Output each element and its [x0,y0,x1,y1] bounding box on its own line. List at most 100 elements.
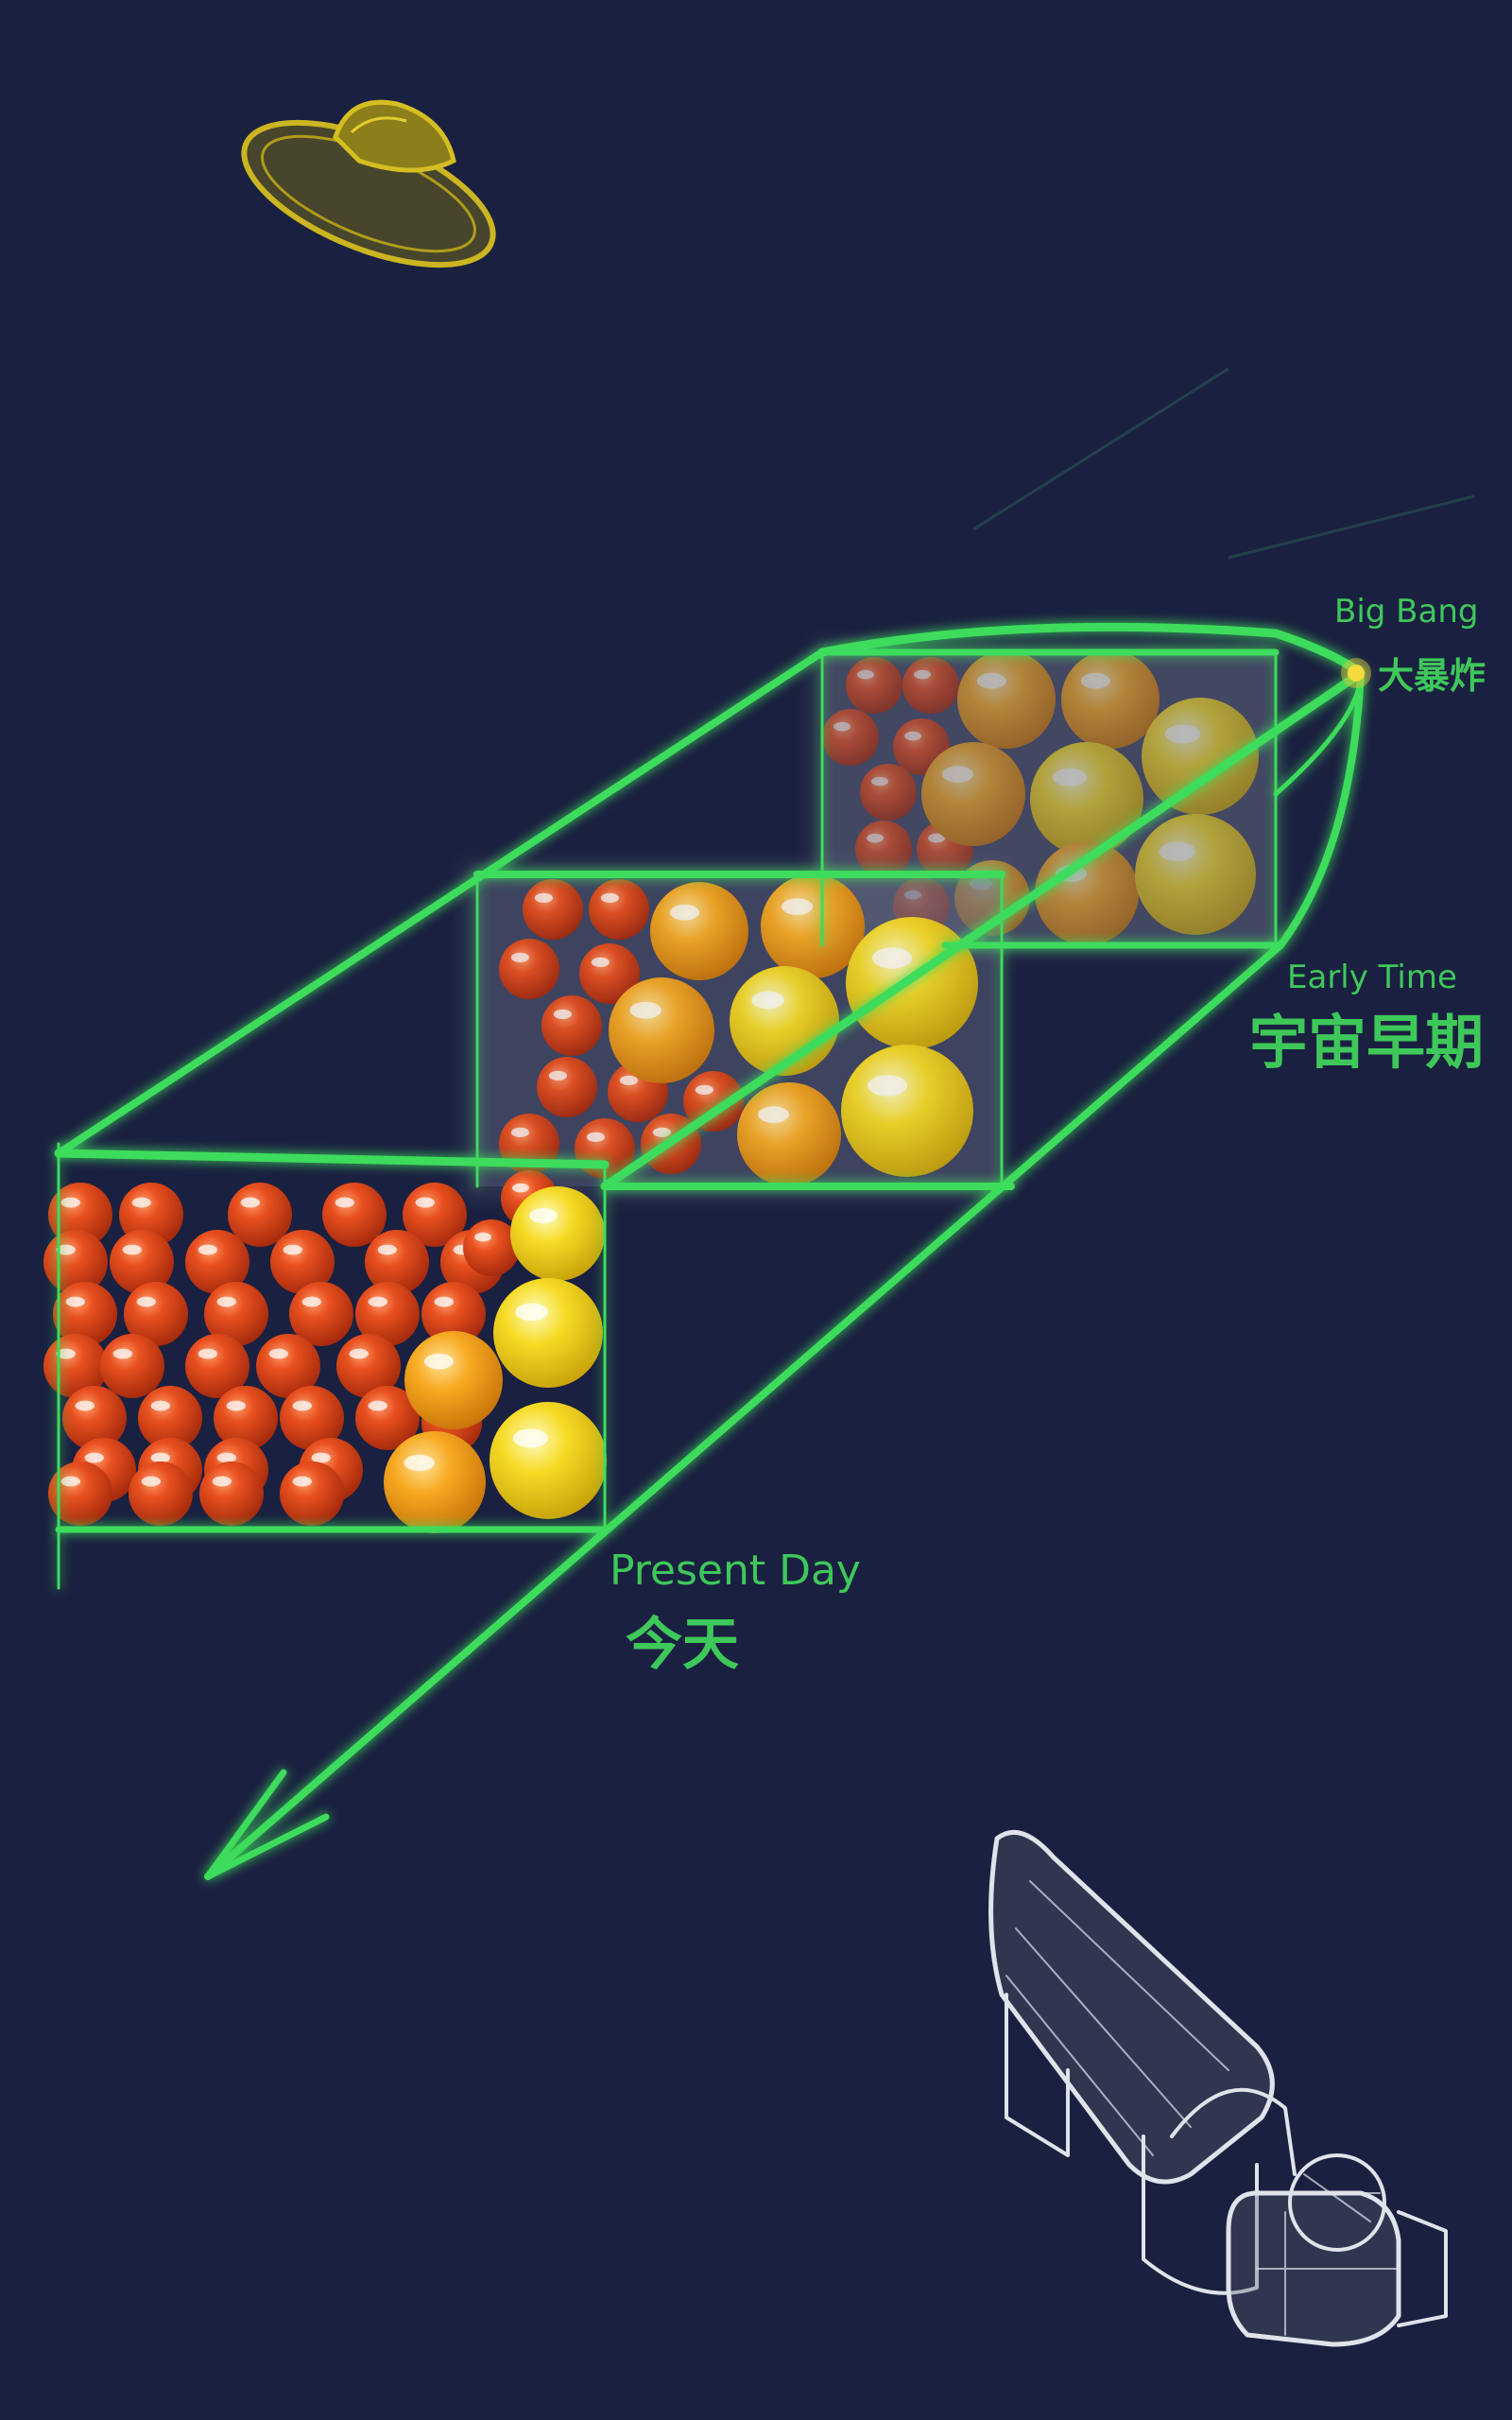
ball-highlight [112,1348,132,1359]
ball-highlight [65,1296,86,1307]
ball-highlight [423,1353,454,1370]
light-cone-frame [54,622,1366,1880]
ball-highlight [60,1197,81,1208]
ball-highlight [600,892,620,903]
ball-highlight [56,1244,76,1255]
yellow-ball [490,1402,607,1519]
red-ball [204,1282,268,1346]
yellow-ball [1030,742,1143,856]
ball-highlight [868,1075,907,1097]
ball-highlight [652,1127,672,1137]
orange-ball [1035,841,1139,945]
orange-ball [650,882,748,980]
ball-highlight [301,1296,321,1307]
orange-ball [921,742,1025,846]
red-ball [270,1230,335,1294]
red-ball [846,657,902,714]
red-ball [822,709,879,766]
yellow-ball [841,1045,973,1177]
red-ball [100,1334,164,1398]
orange-ball [957,650,1056,749]
present-day-label-en: Present Day [610,1547,861,1595]
ball-highlight [377,1244,397,1255]
red-ball [48,1461,112,1526]
ball-highlight [1159,841,1196,861]
ball-highlight [122,1244,142,1255]
ball-highlight [553,1009,573,1019]
ball-highlight [619,1075,639,1085]
red-ball [185,1230,249,1294]
ball-highlight [75,1400,95,1411]
red-ball [322,1183,387,1247]
red-ball [48,1183,112,1247]
ball-highlight [629,1001,662,1019]
balls-middle [499,874,978,1186]
yellow-ball [1135,814,1256,935]
red-ball [256,1334,320,1398]
red-ball [902,657,959,714]
ball-highlight [283,1244,302,1255]
ball-highlight [474,1232,491,1242]
ball-highlight [212,1476,232,1487]
ball-highlight [914,669,931,680]
red-ball [365,1230,429,1294]
red-ball [499,939,559,999]
red-ball [579,943,640,1004]
ball-highlight [904,731,921,741]
ball-highlight [136,1296,156,1307]
ball-highlight [150,1452,170,1463]
ufo-icon [241,99,496,268]
red-ball [403,1183,467,1247]
yellow-ball [846,917,978,1049]
ball-highlight [404,1454,435,1472]
big-bang-point [1341,658,1371,688]
ball-highlight [529,1208,558,1223]
ball-highlight [292,1476,312,1487]
red-ball [280,1386,344,1450]
ball-highlight [857,669,874,680]
orange-ball [1061,650,1160,749]
red-ball [589,879,649,940]
orange-ball [761,874,865,978]
ball-highlight [942,766,973,783]
present-day-label-zh: 今天 [626,1612,739,1678]
orange-ball [609,977,714,1083]
ball-highlight [216,1452,236,1463]
red-ball [110,1230,174,1294]
red-ball [537,1057,597,1117]
ball-highlight [368,1296,387,1307]
red-ball [124,1282,188,1346]
ball-highlight [311,1452,331,1463]
ball-highlight [512,1183,529,1193]
ball-highlight [240,1197,260,1208]
early-time-label-zh: 宇宙早期 [1249,1008,1484,1077]
ball-highlight [515,1303,548,1322]
ball-highlight [591,957,610,967]
red-ball [355,1386,420,1450]
yellow-ball [493,1278,603,1388]
ball-highlight [976,672,1006,689]
ball-highlight [226,1400,246,1411]
ball-highlight [548,1070,568,1080]
yellow-ball [510,1186,605,1281]
big-bang-label-en: Big Bang [1334,593,1478,631]
red-ball [214,1386,278,1450]
ball-highlight [198,1348,217,1359]
red-ball [289,1282,353,1346]
red-ball [199,1461,264,1526]
ball-highlight [512,1428,549,1448]
ball-highlight [150,1400,170,1411]
ball-highlight [268,1348,288,1359]
ball-highlight [1164,724,1200,744]
telescope-icon [988,1829,1448,2347]
red-ball [53,1282,117,1346]
ball-highlight [867,833,884,843]
ball-highlight [669,904,700,921]
ball-highlight [871,776,888,786]
ball-highlight [292,1400,312,1411]
orange-ball [404,1331,503,1429]
red-ball [228,1183,292,1247]
orange-ball [737,1082,841,1186]
ball-highlight [928,833,945,843]
